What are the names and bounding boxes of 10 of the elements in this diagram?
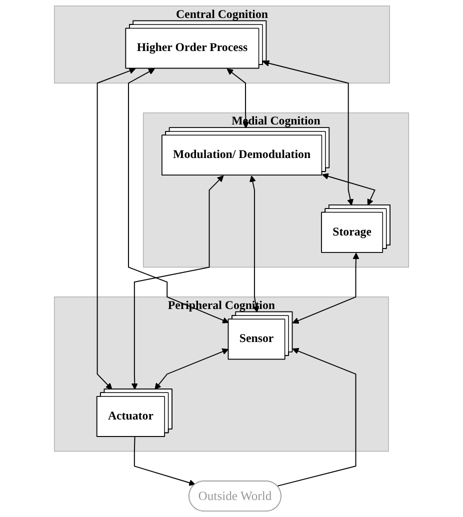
arrow: [292, 252, 360, 324]
arrow: [134, 436, 196, 486]
arrow: [250, 176, 260, 312]
arrow: [96, 68, 136, 390]
arrow: [276, 348, 356, 487]
arrow: [154, 348, 229, 390]
arrow: [131, 175, 224, 390]
arrow: [128, 68, 229, 324]
arrow: [322, 173, 376, 206]
arrow: [262, 60, 354, 206]
